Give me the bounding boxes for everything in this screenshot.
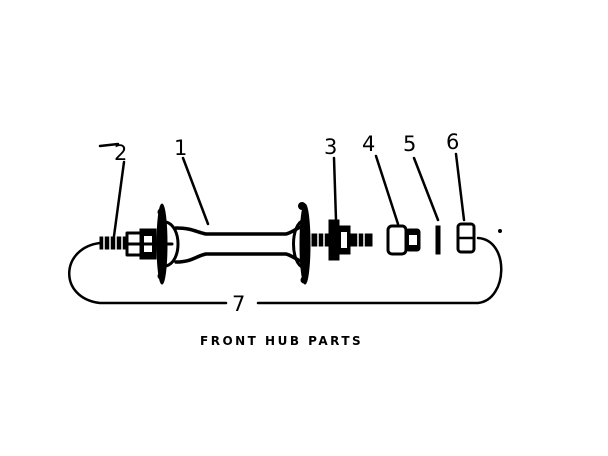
bracket-line-7 bbox=[68, 236, 503, 305]
part-5-washer bbox=[435, 225, 441, 255]
left-hub-flange bbox=[156, 203, 180, 285]
part-4-cone-nut bbox=[386, 224, 421, 256]
diagram-caption: FRONT HUB PARTS bbox=[200, 334, 363, 348]
hub-shell-body bbox=[174, 224, 308, 264]
right-hub-flange bbox=[292, 202, 311, 285]
axle-left-thread bbox=[99, 236, 129, 250]
right-axle-cone-assembly bbox=[311, 219, 373, 261]
callout-5: 5 bbox=[403, 132, 416, 156]
callout-7: 7 bbox=[232, 292, 245, 316]
stray-ink-dot bbox=[498, 229, 502, 233]
callout-1: 1 bbox=[174, 136, 187, 160]
callout-6: 6 bbox=[446, 130, 459, 154]
callout-4: 4 bbox=[362, 132, 375, 156]
callout-2: 2 bbox=[114, 141, 127, 165]
left-nut-assembly bbox=[123, 228, 174, 260]
leader-lines bbox=[98, 142, 466, 238]
callout-3: 3 bbox=[324, 135, 337, 159]
part-6-lock-nut bbox=[456, 222, 476, 254]
